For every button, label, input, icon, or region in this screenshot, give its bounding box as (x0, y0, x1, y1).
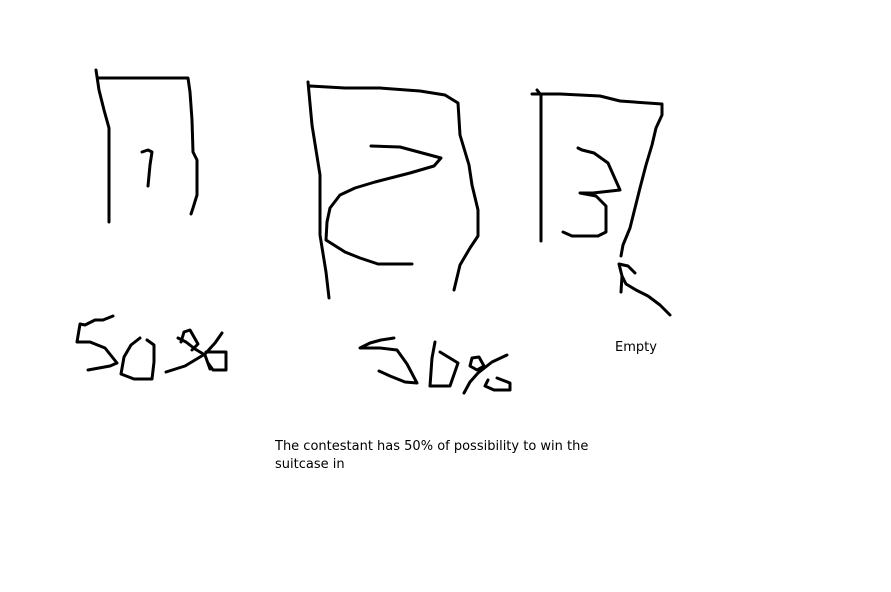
door-2-digit-0 (428, 340, 460, 388)
door-1-percent-sign (164, 328, 228, 374)
door-2-digit-5 (358, 336, 419, 385)
door-2-percent-sign (462, 353, 512, 395)
door-2-probability-sketch (358, 336, 512, 395)
door-3-number-3 (561, 146, 622, 238)
door-3 (530, 88, 672, 317)
caption-text: The contestant has 50% of possibility to… (275, 439, 589, 472)
door-3-empty-label: Empty (615, 340, 657, 355)
door-1 (94, 68, 199, 224)
door-1-frame (94, 68, 199, 224)
door-1-number-1 (140, 148, 154, 188)
door-2 (306, 80, 480, 300)
door-1-probability-sketch (75, 314, 228, 381)
door-1-digit-5 (75, 314, 119, 372)
door-1-digit-0 (119, 336, 156, 381)
door-3-frame (530, 88, 664, 258)
door-2-number-2 (324, 144, 443, 266)
door-3-arrow (617, 262, 672, 317)
door-2-frame (306, 80, 480, 300)
